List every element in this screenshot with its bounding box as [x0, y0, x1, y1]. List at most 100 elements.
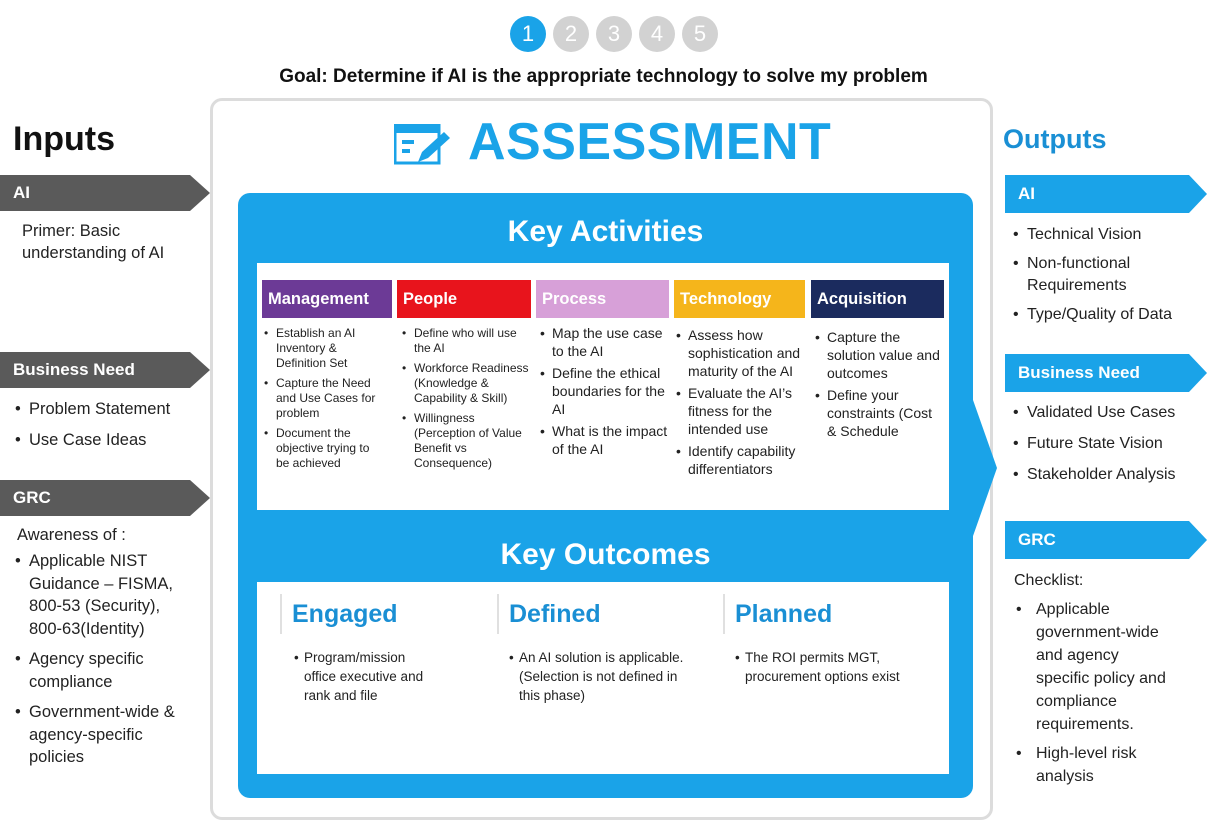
column-acquisition-header: Acquisition — [811, 280, 944, 318]
list-line: and agency — [1036, 647, 1119, 664]
outcome-divider — [280, 594, 282, 634]
step-5[interactable]: 5 — [682, 16, 718, 52]
list-line: Evaluate the AI’s — [688, 385, 793, 401]
inputs-ai-text: Primer: Basic understanding of AI — [22, 220, 164, 264]
column-technology-header: Technology — [674, 280, 805, 318]
outputs-business-need-label: Business Need — [1018, 363, 1140, 382]
list-item: Type/Quality of Data — [1011, 304, 1172, 327]
list-line: Willingness — [414, 411, 475, 425]
list-line: Assess how — [688, 327, 763, 343]
list-line: be achieved — [276, 456, 341, 470]
list-line: Government-wide & — [29, 703, 175, 721]
inputs-ai-line: understanding of AI — [22, 244, 165, 262]
list-line: boundaries for the — [552, 383, 665, 399]
list-line: to the AI — [552, 343, 604, 359]
assessment-window-pencil-icon — [394, 124, 450, 165]
inputs-ai-banner: AI — [0, 175, 210, 211]
list-line: fitness for the — [688, 403, 773, 419]
list-item: Define the ethical boundaries for the AI — [538, 364, 672, 418]
step-2[interactable]: 2 — [553, 16, 589, 52]
list-item: Workforce Readiness (Knowledge & Capabil… — [400, 361, 534, 406]
list-line: High-level risk — [1036, 745, 1137, 762]
outcome-engaged-title: Engaged — [292, 600, 398, 628]
list-item: Capture the solution value and outcomes — [813, 328, 947, 382]
list-item: Define who will use the AI — [400, 326, 534, 356]
step-4[interactable]: 4 — [639, 16, 675, 52]
outcome-defined-title: Defined — [509, 600, 601, 628]
outputs-ai-label: AI — [1018, 184, 1035, 203]
list-item: Document the objective trying to be achi… — [262, 426, 396, 471]
list-line: Applicable NIST — [29, 552, 148, 570]
list-line: of the AI — [552, 441, 604, 457]
list-line: 800-63(Identity) — [29, 619, 145, 638]
list-line: government-wide — [1036, 624, 1159, 641]
list-item: The ROI permits MGT, procurement options… — [733, 648, 933, 686]
list-item: Program/mission office executive and ran… — [292, 648, 462, 705]
list-line: An AI solution is applicable. — [519, 650, 684, 665]
list-line: rank and file — [304, 688, 378, 703]
list-line: Program/mission — [304, 650, 406, 665]
inputs-grc-list: Applicable NIST Guidance – FISMA, 800-53… — [13, 550, 175, 769]
list-item: Applicable NIST Guidance – FISMA, 800-53… — [13, 550, 175, 640]
outputs-grc-label: GRC — [1018, 530, 1056, 549]
outcome-planned-title: Planned — [735, 600, 833, 628]
list-line: Consequence) — [414, 456, 493, 470]
list-line: maturity of the AI — [688, 363, 794, 379]
list-line: Definition Set — [276, 356, 348, 370]
list-line: solution value and — [827, 347, 940, 363]
column-management-header: Management — [262, 280, 392, 318]
key-outcomes-title: Key Outcomes — [500, 538, 711, 571]
list-item: Technical Vision — [1011, 224, 1172, 247]
list-line: Workforce Readiness — [414, 361, 529, 375]
list-line: Define the ethical — [552, 365, 661, 381]
outputs-business-need-banner: Business Need — [1005, 354, 1207, 392]
assessment-title: ASSESSMENT — [468, 113, 832, 171]
goal-text: Goal: Determine if AI is the appropriate… — [279, 66, 928, 87]
step-3[interactable]: 3 — [596, 16, 632, 52]
list-item: Future State Vision — [1011, 433, 1176, 455]
outputs-grc-banner: GRC — [1005, 521, 1207, 559]
list-item: High-level risk analysis — [1014, 742, 1166, 788]
list-line: Capture the — [827, 329, 901, 345]
outcome-engaged-text: Program/mission office executive and ran… — [292, 648, 462, 705]
list-line: outcomes — [827, 365, 888, 381]
column-technology-list: Assess how sophistication and maturity o… — [674, 326, 808, 482]
column-people-list: Define who will use the AI Workforce Rea… — [400, 326, 534, 476]
inputs-business-need-banner: Business Need — [0, 352, 210, 388]
list-line: Requirements — [1027, 277, 1127, 294]
list-line: Guidance – FISMA, — [29, 574, 173, 593]
outcome-defined-text: An AI solution is applicable. (Selection… — [507, 648, 717, 705]
outcome-planned-text: The ROI permits MGT, procurement options… — [733, 648, 933, 686]
list-item: Identify capability differentiators — [674, 442, 808, 478]
list-line: Identify capability — [688, 443, 796, 459]
list-line: (Selection is not defined in — [519, 669, 678, 684]
list-line: compliance — [1036, 693, 1117, 710]
list-line: compliance — [29, 672, 113, 691]
list-item: Assess how sophistication and maturity o… — [674, 326, 808, 380]
list-line: Define your — [827, 387, 899, 403]
list-line: What is the impact — [552, 423, 668, 439]
outputs-ai-banner: AI — [1005, 175, 1207, 213]
list-line: Define who will use — [414, 326, 517, 340]
list-item: Applicable government-wide and agency sp… — [1014, 598, 1166, 736]
list-line: 800-53 (Security), — [29, 597, 161, 615]
list-line: The ROI permits MGT, — [745, 650, 881, 665]
list-line: this phase) — [519, 688, 586, 703]
list-line: (Perception of Value — [414, 426, 522, 440]
list-item: Willingness (Perception of Value Benefit… — [400, 411, 534, 471]
list-line: differentiators — [688, 461, 773, 477]
outputs-ai-list: Technical Vision Non-functional Requirem… — [1011, 224, 1172, 326]
list-item: An AI solution is applicable. (Selection… — [507, 648, 717, 705]
list-item: Establish an AI Inventory & Definition S… — [262, 326, 396, 371]
panel-arrow — [973, 400, 997, 536]
inputs-ai-line: Primer: Basic — [22, 222, 121, 240]
outcome-divider — [723, 594, 725, 634]
inputs-ai-label: AI — [13, 183, 30, 202]
inputs-grc-label: GRC — [13, 488, 51, 507]
list-line: Technical Vision — [1027, 226, 1142, 243]
column-management-list: Establish an AI Inventory & Definition S… — [262, 326, 396, 476]
list-line: & Schedule — [827, 423, 899, 439]
step-1[interactable]: 1 — [510, 16, 546, 52]
outputs-business-need-list: Validated Use Cases Future State Vision … — [1011, 402, 1176, 486]
list-line: Capability & Skill) — [414, 391, 508, 405]
